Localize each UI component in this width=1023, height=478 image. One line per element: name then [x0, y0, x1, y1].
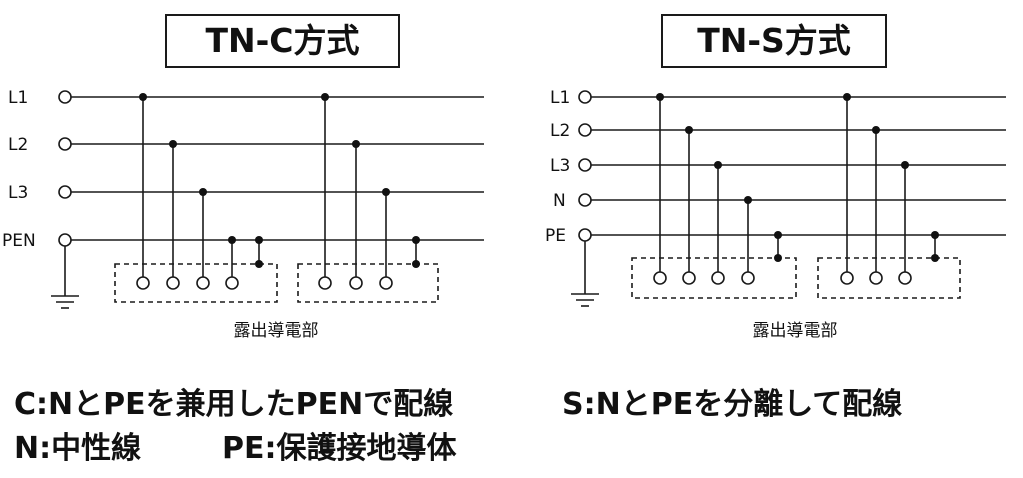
tn-s-title: TN-S方式: [661, 14, 887, 68]
tn-c-terminal-l2: [58, 137, 72, 151]
tn-c-equipment-1: [114, 263, 278, 303]
tn-c-eq2-pe-connection: [412, 260, 420, 268]
tn-c-equipment-2: [297, 263, 439, 303]
tn-s-eq2-pe-connection: [931, 254, 939, 262]
legend-pe: PE:保護接地導体: [222, 431, 457, 466]
tn-s-ground-icon: [571, 241, 599, 307]
tn-s-equipment-1: [631, 257, 797, 299]
tn-s-junction: [774, 231, 782, 239]
tn-c-eq2-terminal-l3: [379, 276, 393, 290]
legend-n: N:中性線: [14, 431, 142, 466]
tn-c-terminal-pen: [58, 233, 72, 247]
tn-s-junction: [714, 161, 722, 169]
tn-s-eq2-terminal-l3: [898, 271, 912, 285]
tn-c-eq1-terminal-l3: [196, 276, 210, 290]
tn-c-junction: [352, 140, 360, 148]
tn-s-junction: [744, 196, 752, 204]
tn-s-label-l1: L1: [550, 88, 570, 108]
tn-s-exposed-label: 露出導電部: [753, 321, 838, 341]
tn-s-eq2-terminal-l2: [869, 271, 883, 285]
tn-s-label-pe: PE: [545, 226, 566, 246]
tn-s-terminal-l2: [578, 123, 592, 137]
tn-s-label-l2: L2: [550, 121, 570, 141]
tn-c-terminal-l1: [58, 90, 72, 104]
tn-c-eq1-terminal-l2: [166, 276, 180, 290]
tn-c-title: TN-C方式: [165, 14, 400, 68]
tn-c-diagram: L1 L2 L3 PEN: [2, 88, 484, 341]
tn-s-terminal-pe: [578, 228, 592, 242]
tn-s-label-l3: L3: [550, 156, 570, 176]
tn-s-junction: [843, 93, 851, 101]
tn-s-terminal-n: [578, 193, 592, 207]
tn-c-junction: [255, 236, 263, 244]
tn-c-label-pen: PEN: [2, 231, 36, 251]
tn-s-junction: [931, 231, 939, 239]
tn-s-junction: [656, 93, 664, 101]
tn-c-eq2-terminal-l2: [349, 276, 363, 290]
tn-c-terminal-l3: [58, 185, 72, 199]
tn-s-diagram: L1 L2 L3 N PE: [545, 88, 1006, 341]
tn-s-terminal-l3: [578, 158, 592, 172]
tn-c-exposed-label: 露出導電部: [234, 321, 319, 341]
tn-c-junction: [321, 93, 329, 101]
tn-s-terminal-l1: [578, 90, 592, 104]
tn-c-eq1-pe-connection: [255, 260, 263, 268]
tn-s-label-n: N: [553, 191, 566, 211]
tn-c-junction: [199, 188, 207, 196]
tn-s-eq1-terminal-l1: [653, 271, 667, 285]
tn-s-junction: [901, 161, 909, 169]
legend-s: S:NとPEを分離して配線: [562, 387, 903, 422]
tn-c-junction: [412, 236, 420, 244]
tn-c-label-l2: L2: [8, 135, 28, 155]
tn-s-eq1-terminal-l2: [682, 271, 696, 285]
tn-s-junction: [872, 126, 880, 134]
tn-s-equipment-2: [817, 257, 961, 299]
tn-c-junction: [382, 188, 390, 196]
tn-c-eq1-terminal-n: [225, 276, 239, 290]
tn-c-label-l1: L1: [8, 88, 28, 108]
tn-s-eq1-terminal-l3: [711, 271, 725, 285]
tn-s-junction: [685, 126, 693, 134]
legend-c: C:NとPEを兼用したPENで配線: [14, 387, 454, 422]
tn-s-eq1-terminal-n: [741, 271, 755, 285]
tn-s-eq1-pe-connection: [774, 254, 782, 262]
tn-s-eq2-terminal-l1: [840, 271, 854, 285]
tn-c-junction: [228, 236, 236, 244]
tn-c-eq1-terminal-l1: [136, 276, 150, 290]
tn-c-label-l3: L3: [8, 183, 28, 203]
tn-c-ground-icon: [51, 246, 79, 309]
tn-c-junction: [169, 140, 177, 148]
tn-c-eq2-terminal-l1: [318, 276, 332, 290]
tn-c-junction: [139, 93, 147, 101]
